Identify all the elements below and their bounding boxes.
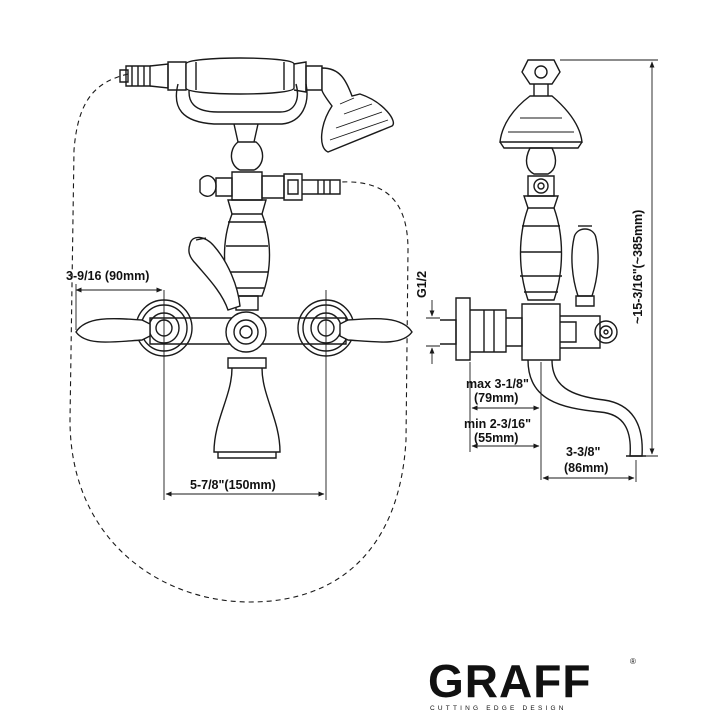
hose-dashed-outline — [69, 73, 409, 603]
front-spout — [227, 357, 267, 369]
handshower — [119, 57, 395, 153]
handshower-cradle — [175, 83, 308, 125]
side-view: G1/2 ~15-3/16"(~385mm) max 3-1/8" (79mm)… — [415, 59, 658, 482]
dim-thread: G1/2 — [415, 271, 429, 298]
left-valve — [75, 299, 193, 357]
dim-min-line2: (55mm) — [474, 431, 518, 445]
dim-reach-line1: 3-3/8" — [566, 445, 600, 459]
front-view: 3-9/16 (90mm) 5-7/8"(150mm) — [66, 57, 413, 603]
dim-height: ~15-3/16"(~385mm) — [631, 210, 645, 324]
front-lever — [188, 236, 241, 311]
brand-registered-mark: ® — [630, 657, 636, 666]
side-lever — [571, 228, 599, 297]
dim-inlet-spacing: 3-9/16 (90mm) — [66, 269, 149, 283]
brand-logo: GRAFF ® CUTTING EDGE DESIGN — [428, 655, 636, 712]
dim-max-line2: (79mm) — [474, 391, 518, 405]
main-column — [227, 199, 267, 215]
brand-tagline: CUTTING EDGE DESIGN — [430, 705, 567, 712]
upper-column — [230, 141, 264, 171]
brand-name: GRAFF — [428, 655, 591, 707]
diverter — [199, 173, 341, 201]
dim-valve-spacing: 5-7/8"(150mm) — [190, 478, 276, 492]
side-spout — [527, 359, 643, 457]
dim-min-line1: min 2-3/16" — [464, 417, 531, 431]
side-wall-inlet — [455, 297, 471, 361]
right-valve — [297, 299, 413, 357]
dim-reach-line2: (86mm) — [564, 461, 608, 475]
side-main-column — [519, 207, 563, 301]
dim-max-line1: max 3-1/8" — [466, 377, 529, 391]
side-handshower — [521, 59, 561, 85]
